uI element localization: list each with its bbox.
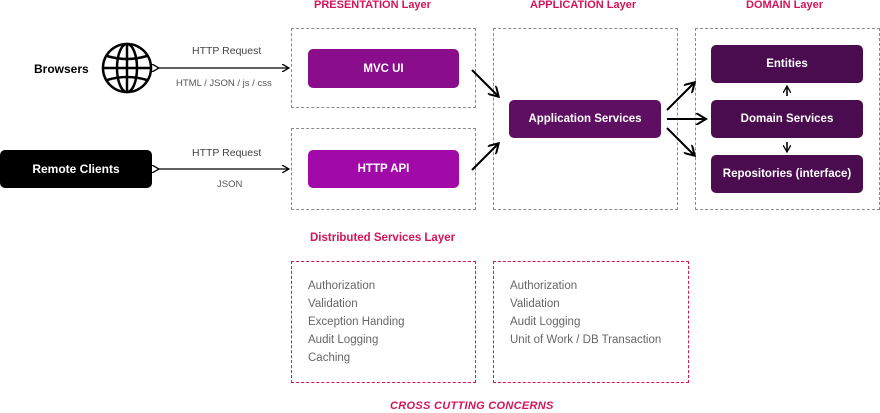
application-concerns-list: Authorization Validation Audit Logging U… xyxy=(510,277,661,349)
application-concerns-box: Authorization Validation Audit Logging U… xyxy=(493,261,689,383)
remote-request-label: HTTP Request xyxy=(192,147,262,159)
concern-item: Audit Logging xyxy=(308,334,379,346)
domain-services-box: Domain Services xyxy=(711,100,863,138)
presentation-concerns-list: Authorization Validation Exception Handi… xyxy=(308,277,405,367)
app-to-repositories-arrow xyxy=(666,127,694,155)
repositories-box: Repositories (interface) xyxy=(711,155,863,193)
concern-item: Authorization xyxy=(510,280,578,292)
concern-item: Authorization xyxy=(308,280,376,292)
globe-icon xyxy=(101,42,153,94)
domain-services-label: Domain Services xyxy=(740,113,834,125)
remote-clients-label: Remote Clients xyxy=(32,162,120,176)
distributed-layer-title: Distributed Services Layer xyxy=(310,232,456,244)
api-to-app-arrow xyxy=(471,144,498,171)
presentation-layer-title: PRESENTATION Layer xyxy=(314,0,431,11)
browser-response-label: HTML / JSON / js / css xyxy=(176,78,272,89)
mvc-ui-label: MVC UI xyxy=(363,62,404,75)
entities-label: Entities xyxy=(766,58,808,70)
remote-response-label: JSON xyxy=(217,179,243,190)
app-to-entities-arrow xyxy=(666,83,694,111)
application-layer-title: APPLICATION Layer xyxy=(530,0,637,11)
entities-box: Entities xyxy=(711,45,863,83)
http-api-box: HTTP API xyxy=(308,150,459,188)
presentation-concerns-box: Authorization Validation Exception Handi… xyxy=(291,261,476,383)
domain-layer-title: DOMAIN Layer xyxy=(746,0,824,11)
mvc-ui-box: MVC UI xyxy=(308,49,459,88)
presentation-region-bottom xyxy=(291,128,476,210)
mvc-to-app-arrow xyxy=(471,69,498,96)
remote-clients-box: Remote Clients xyxy=(0,150,152,188)
concern-item: Exception Handing xyxy=(308,316,405,328)
concern-item: Validation xyxy=(510,298,560,310)
concern-item: Audit Logging xyxy=(510,316,581,328)
application-services-box: Application Services xyxy=(509,100,661,138)
concern-item: Unit of Work / DB Transaction xyxy=(510,334,662,346)
http-api-label: HTTP API xyxy=(357,163,410,175)
browser-request-label: HTTP Request xyxy=(192,45,262,57)
concern-item: Caching xyxy=(308,352,351,364)
cross-cutting-title: CROSS CUTTING CONCERNS xyxy=(390,400,554,412)
application-services-label: Application Services xyxy=(528,113,642,125)
browsers-label: Browsers xyxy=(34,62,89,76)
presentation-region-top xyxy=(291,28,476,108)
concern-item: Validation xyxy=(308,298,358,310)
repositories-label: Repositories (interface) xyxy=(722,168,852,180)
